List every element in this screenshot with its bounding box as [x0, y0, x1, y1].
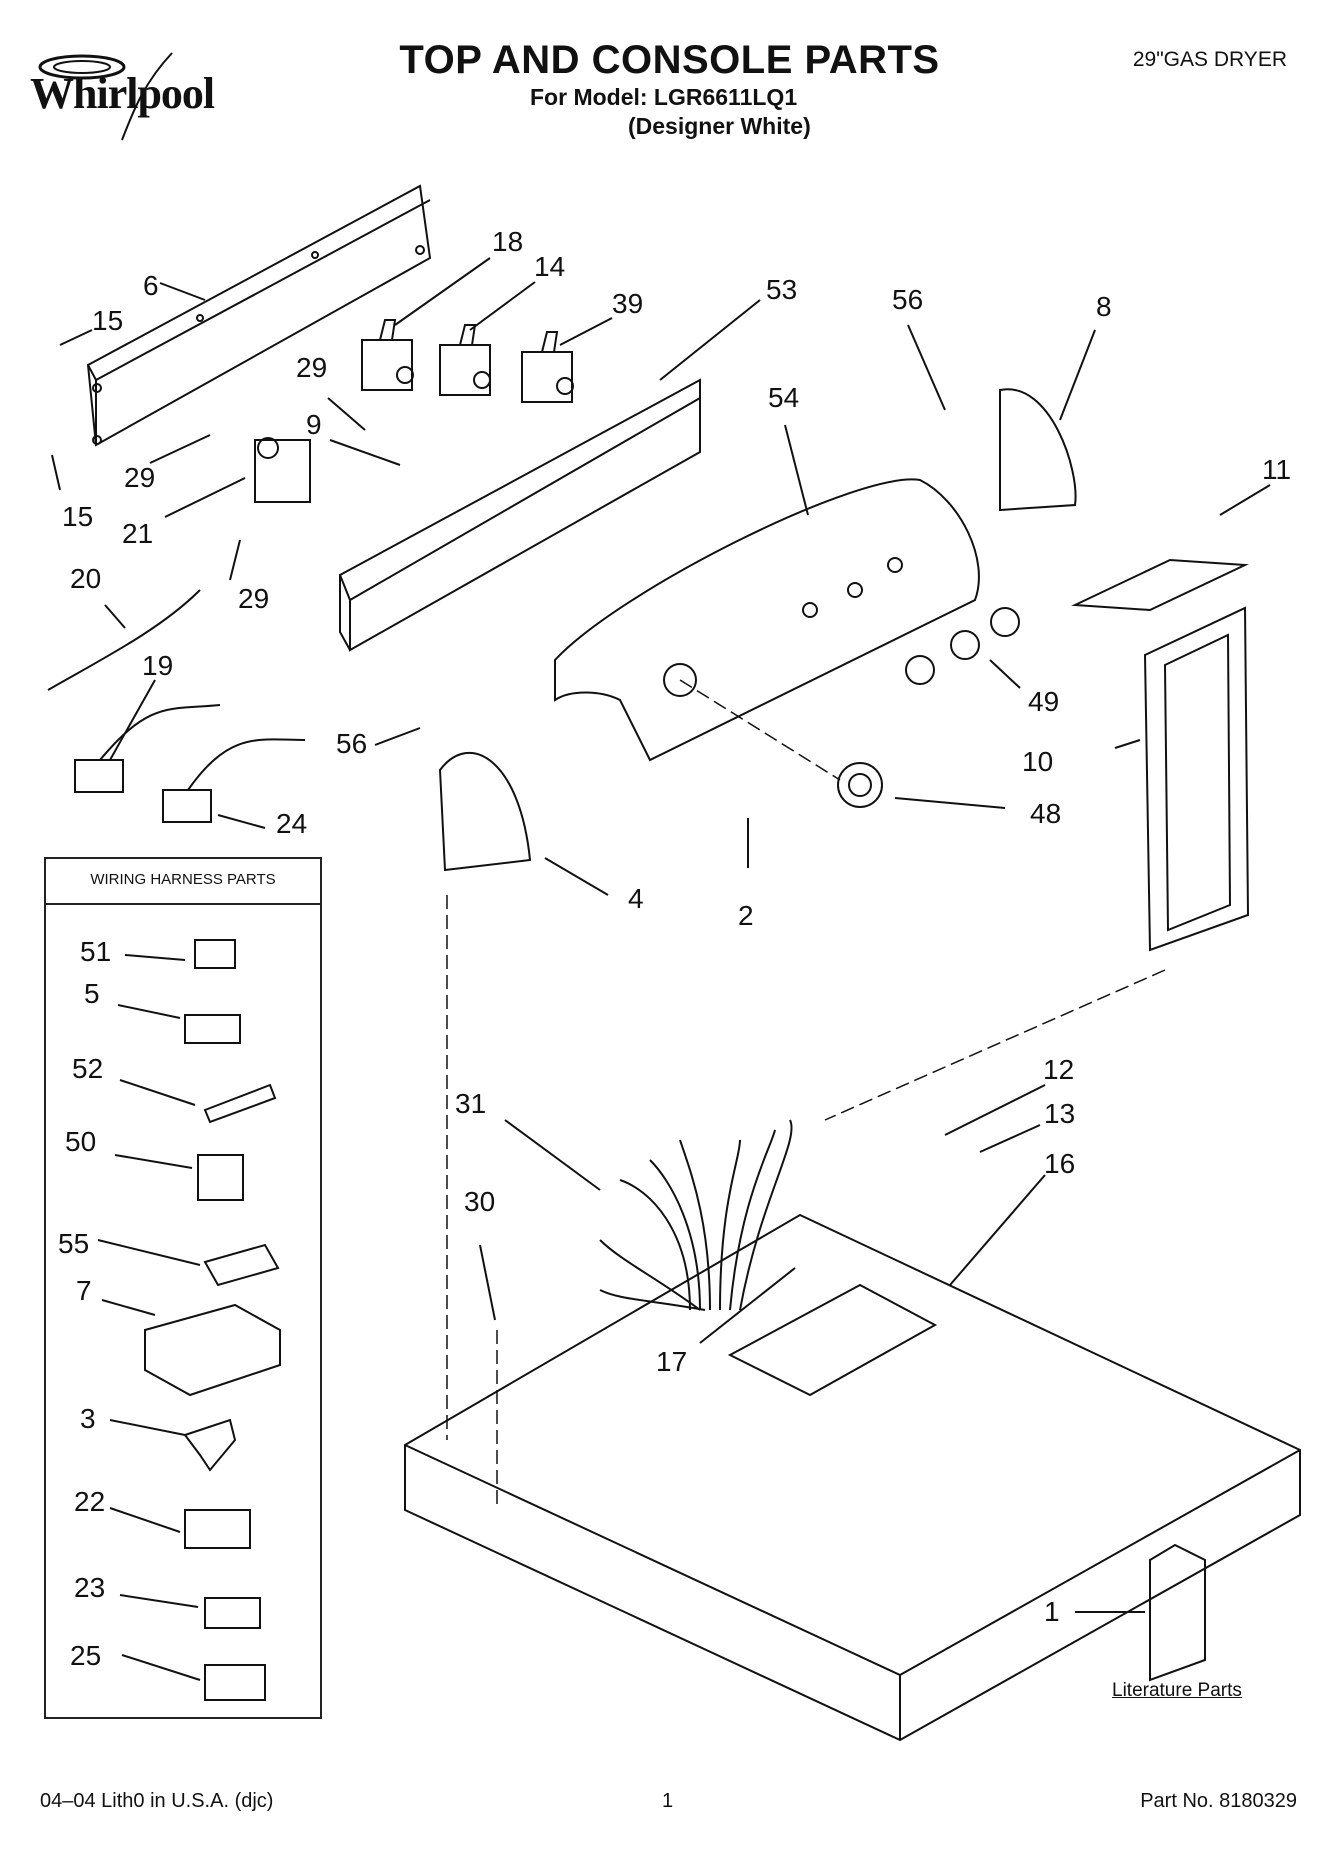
literature-booklet	[1149, 1543, 1206, 1682]
callout-30: 30	[464, 1186, 496, 1217]
harness-callout-23: 23	[74, 1572, 106, 1603]
callout-17: 17	[656, 1346, 688, 1377]
knob-49a	[990, 607, 1020, 637]
connector-19	[74, 759, 124, 793]
dryer-top-panel	[404, 1213, 1301, 1742]
harness-leader-lines	[97, 954, 201, 1681]
callout-1: 1	[1044, 1596, 1060, 1627]
footer-page-number: 1	[662, 1790, 674, 1812]
connector-24	[162, 789, 212, 823]
product-type: 29"GAS DRYER	[1132, 48, 1287, 71]
end-cap-left-4	[438, 751, 532, 872]
literature-parts-label: Literature Parts	[1112, 1680, 1242, 1701]
callout-54: 54	[768, 382, 800, 413]
callout-49: 49	[1028, 686, 1060, 717]
callout-9: 9	[306, 409, 322, 440]
model-line: For Model: LGR6611LQ1	[530, 84, 798, 110]
callout-16: 16	[1044, 1148, 1076, 1179]
switch-39	[521, 351, 573, 403]
knob-48	[837, 762, 883, 808]
callout-48: 48	[1030, 798, 1062, 829]
callout-29: 29	[296, 352, 328, 383]
whirlpool-logo	[22, 45, 272, 155]
wiring-harness-title: WIRING HARNESS PARTS	[44, 857, 322, 905]
callout-29-b: 29	[124, 462, 156, 493]
callout-15-b: 15	[62, 501, 94, 532]
control-panel-bracket	[338, 378, 701, 602]
callout-2: 2	[738, 900, 754, 931]
callout-29-c: 29	[238, 583, 270, 614]
footer-part-number: Part No. 8180329	[1140, 1790, 1297, 1812]
brand-name: Whirlpool	[30, 69, 215, 118]
harness-part-drawings	[144, 939, 281, 1701]
console-top-panel	[554, 478, 980, 762]
harness-callout-25: 25	[70, 1640, 102, 1671]
harness-callout-7: 7	[76, 1275, 92, 1306]
lint-screen-11	[1071, 558, 1249, 612]
logo-swoosh-icon	[38, 52, 173, 141]
callout-31: 31	[455, 1088, 487, 1119]
footer-print-info: 04–04 Lith0 in U.S.A. (djc)	[40, 1790, 274, 1812]
harness-callout-3: 3	[80, 1403, 96, 1434]
harness-callout-55: 55	[58, 1228, 90, 1259]
callout-14: 14	[534, 251, 566, 282]
callout-8: 8	[1096, 291, 1112, 322]
variant-line: (Designer White)	[628, 113, 811, 139]
harness-callout-5: 5	[84, 978, 100, 1009]
callout-13: 13	[1044, 1098, 1076, 1129]
switch-14	[439, 344, 491, 396]
callout-4: 4	[628, 883, 644, 914]
end-cap-right-8	[999, 388, 1077, 512]
callout-6: 6	[143, 270, 159, 301]
callout-24: 24	[276, 808, 308, 839]
callout-15: 15	[92, 305, 124, 336]
lint-housing-10	[1143, 606, 1250, 952]
knob-49b	[950, 630, 980, 660]
harness-callout-52: 52	[72, 1053, 104, 1084]
timer-21	[254, 439, 311, 503]
wiring-harness-box	[44, 857, 322, 1719]
guide-lines	[446, 679, 1166, 1505]
callout-10: 10	[1022, 746, 1054, 777]
callout-21: 21	[122, 518, 154, 549]
callout-56: 56	[892, 284, 924, 315]
callout-12: 12	[1043, 1054, 1075, 1085]
callout-39: 39	[612, 288, 644, 319]
harness-callout-50: 50	[65, 1126, 97, 1157]
switch-18	[361, 339, 413, 391]
callout-56-b: 56	[336, 728, 368, 759]
callout-20: 20	[70, 563, 102, 594]
callout-19: 19	[142, 650, 174, 681]
console-rear-panel	[86, 184, 432, 447]
callout-18: 18	[492, 226, 524, 257]
knob-49c	[905, 655, 935, 685]
leader-lines	[51, 257, 1271, 1613]
harness-callout-22: 22	[74, 1486, 106, 1517]
callout-11: 11	[1262, 454, 1292, 485]
page-title: TOP AND CONSOLE PARTS	[399, 38, 940, 82]
callout-53: 53	[766, 274, 798, 305]
harness-callout-51: 51	[80, 936, 112, 967]
